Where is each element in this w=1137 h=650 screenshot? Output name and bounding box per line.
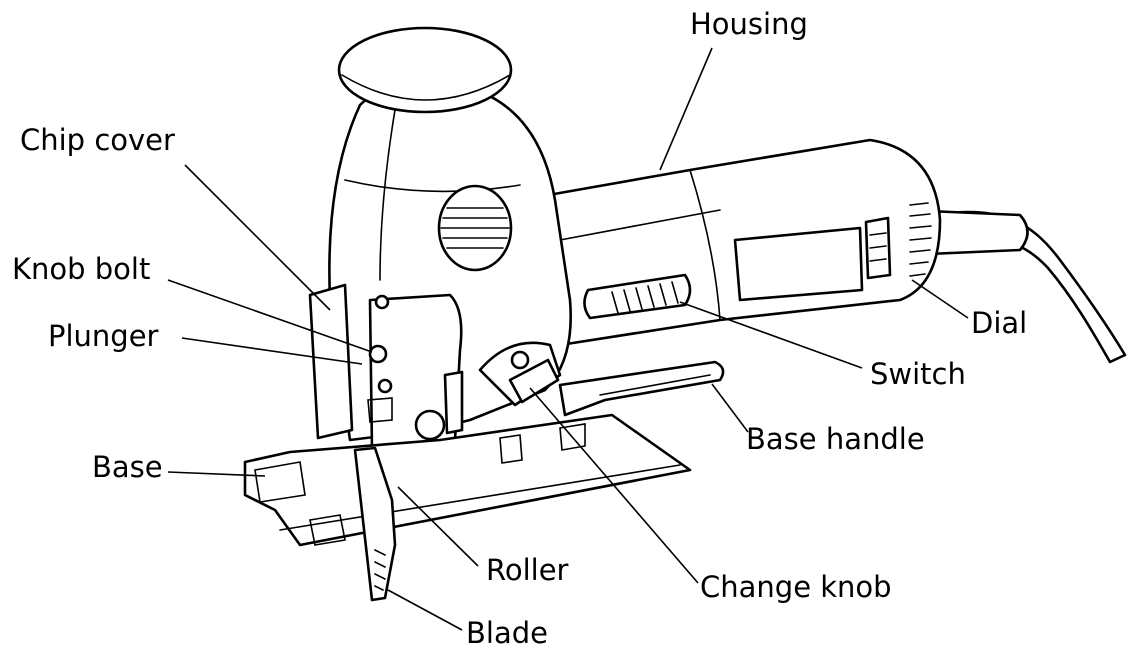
motor-housing (518, 138, 942, 347)
front-housing (308, 26, 572, 488)
base-leader (167, 471, 266, 477)
dial-vents (909, 202, 932, 277)
housing-leader (659, 47, 713, 171)
leader-lines (167, 47, 969, 631)
label-switch: Switch (870, 357, 966, 391)
roller-leader (397, 486, 479, 567)
plunger-leader (181, 337, 363, 365)
base-handle-leader (711, 383, 749, 433)
change-knob-leader (529, 387, 699, 584)
knob-bolt-leader (167, 279, 373, 353)
label-blade: Blade (466, 616, 548, 650)
blade-shape (353, 446, 397, 602)
blade-leader (387, 589, 463, 631)
switch-leader (679, 301, 863, 369)
label-plunger: Plunger (48, 319, 159, 353)
label-knob-bolt: Knob bolt (12, 252, 151, 286)
label-roller: Roller (486, 553, 569, 587)
chip-cover-leader (184, 164, 331, 311)
base-handle-shape (558, 360, 725, 417)
change-knob-shape (478, 341, 562, 407)
label-change-knob: Change knob (700, 570, 892, 604)
label-base: Base (92, 450, 163, 484)
label-chip-cover: Chip cover (20, 123, 175, 157)
label-dial: Dial (971, 306, 1028, 340)
base-plate (243, 413, 692, 547)
label-base-handle: Base handle (746, 422, 925, 456)
label-housing: Housing (690, 7, 808, 41)
dial-leader (911, 279, 969, 319)
